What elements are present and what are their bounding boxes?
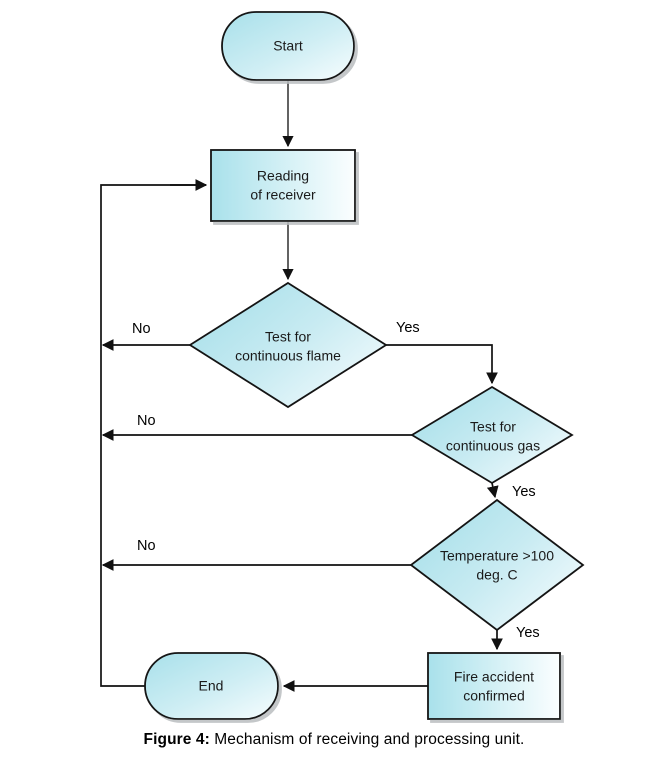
test-flame-shape [188, 281, 388, 409]
test-gas-label-line2: continuous gas [446, 438, 540, 454]
reading-label-line2: of receiver [250, 187, 316, 203]
start-shape [221, 11, 355, 81]
fire-confirmed-label-line2: confirmed [463, 688, 524, 704]
figure-caption-text: Mechanism of receiving and processing un… [209, 731, 525, 748]
figure-caption-label: Figure 4: [143, 731, 210, 748]
edge-test-flame-yes [386, 344, 498, 385]
edge-label-test-flame-no: No [132, 321, 151, 337]
test-gas-label-line1: Test for [470, 419, 516, 435]
node-reading: Reading of receiver [210, 149, 356, 222]
node-end: End [144, 652, 279, 720]
node-test-gas: Test for continuous gas [410, 385, 574, 485]
test-temp-label-line1: Temperature >100 [440, 548, 554, 564]
test-temp-shape [409, 498, 585, 632]
fire-confirmed-shape [427, 652, 561, 720]
node-test-flame: Test for continuous flame [188, 281, 388, 409]
edge-label-test-temp-yes: Yes [516, 625, 540, 641]
edge-test-gas-yes [486, 482, 499, 499]
reading-label-line1: Reading [257, 168, 309, 184]
end-shape [144, 652, 279, 720]
edge-label-test-temp-no: No [137, 538, 156, 554]
start-label: Start [273, 38, 303, 54]
test-temp-label-line2: deg. C [476, 567, 517, 583]
node-start: Start [221, 11, 355, 81]
flowchart-diagram: Start Reading of receiver Test for conti… [100, 11, 585, 720]
figure-caption: Figure 4: Mechanism of receiving and pro… [0, 731, 668, 749]
edge-label-test-gas-yes: Yes [512, 484, 536, 500]
reading-shape [210, 149, 356, 222]
node-fire-confirmed: Fire accident confirmed [427, 652, 561, 720]
edge-label-test-flame-yes: Yes [396, 320, 420, 336]
test-flame-label-line2: continuous flame [235, 348, 341, 364]
edge-left-return-rail [100, 184, 206, 687]
test-flame-label-line1: Test for [265, 329, 311, 345]
edge-label-test-gas-no: No [137, 413, 156, 429]
test-gas-shape [410, 385, 574, 485]
node-test-temp: Temperature >100 deg. C [409, 498, 585, 632]
end-label: End [199, 678, 224, 694]
fire-confirmed-label-line1: Fire accident [454, 669, 534, 685]
